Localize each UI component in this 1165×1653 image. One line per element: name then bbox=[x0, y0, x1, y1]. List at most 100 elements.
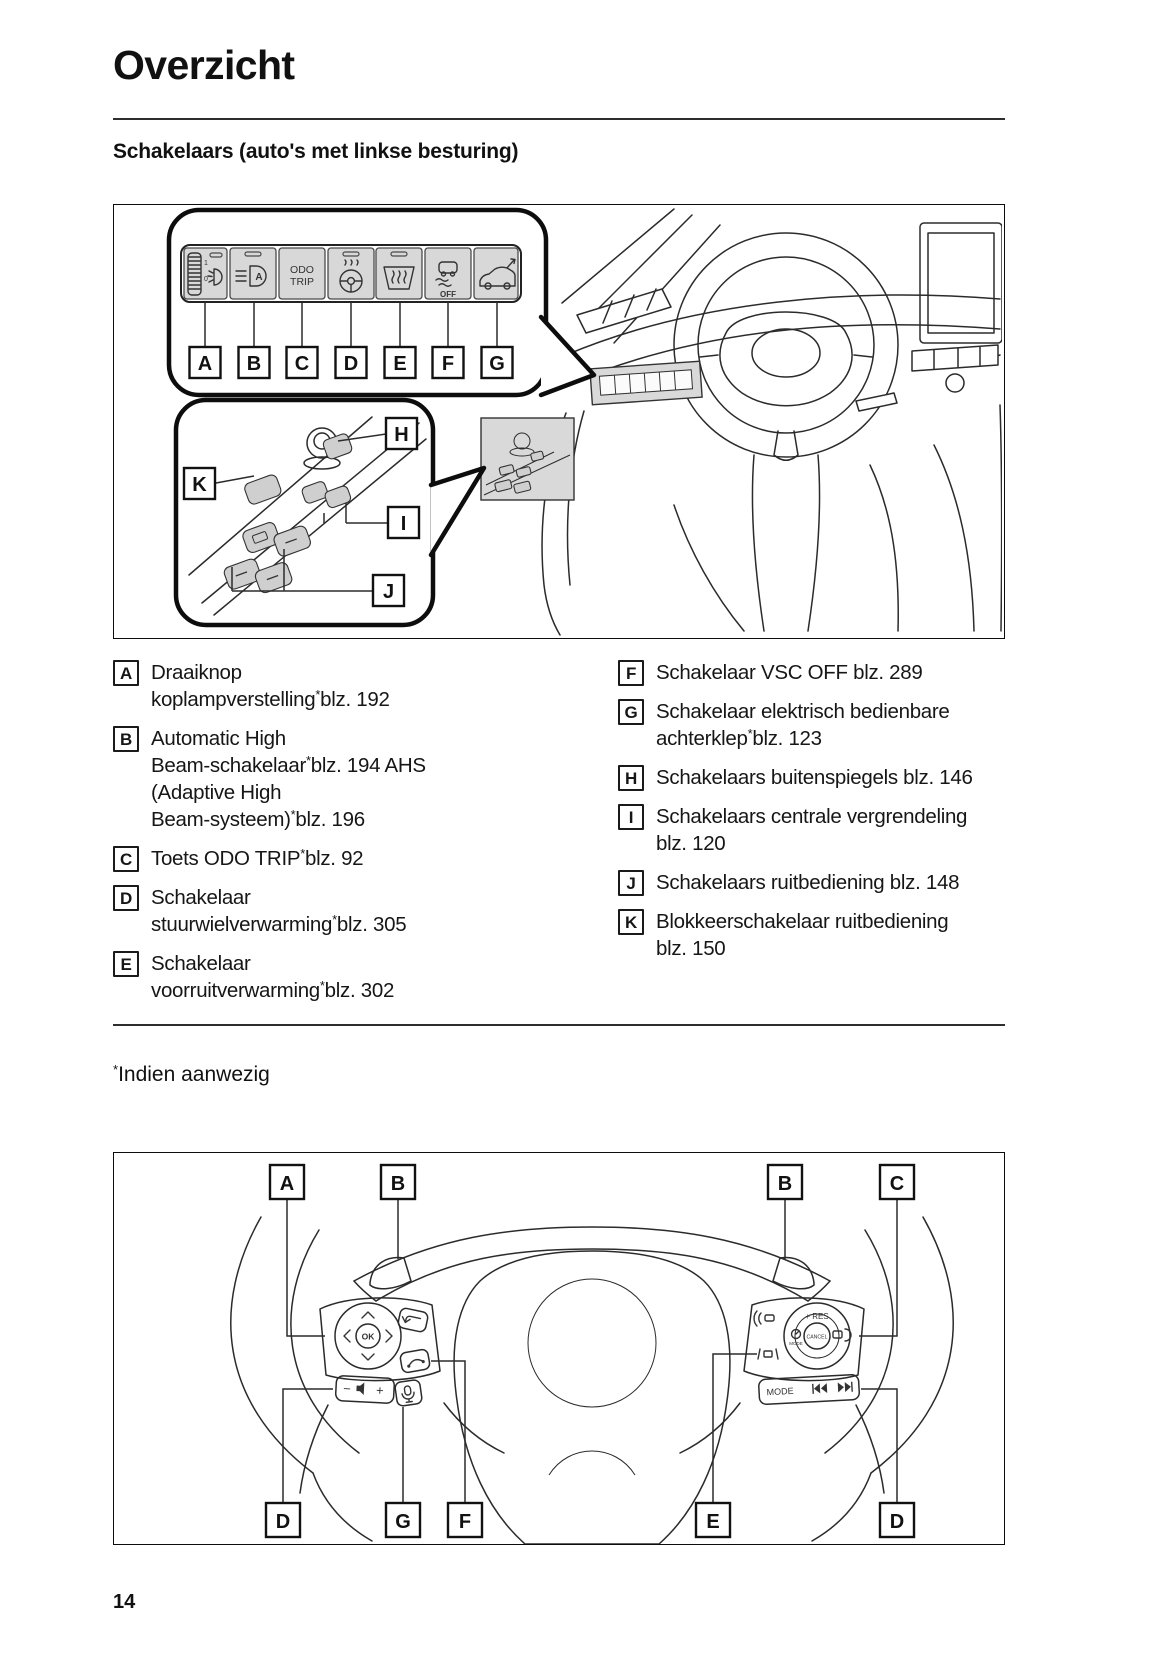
odo-trip-button-icon: ODO TRIP bbox=[290, 264, 314, 288]
legend-item-h: H Schakelaars buitenspiegels blz. 146 bbox=[618, 764, 1005, 791]
legend-key-c: C bbox=[113, 846, 139, 872]
legend-text-f: Schakelaar VSC OFF blz. 289 bbox=[656, 661, 923, 684]
cruise-mode-label: MODE bbox=[789, 1341, 803, 1346]
svg-text:C: C bbox=[890, 1173, 904, 1195]
legend-key-h: H bbox=[618, 765, 644, 791]
svg-text:−: − bbox=[343, 1381, 351, 1396]
footnote: *Indien aanwezig bbox=[113, 1062, 270, 1086]
dashboard-line-art bbox=[541, 208, 1002, 636]
legend-text-c: Toets ODO TRIP*blz. 92 bbox=[151, 846, 364, 870]
headlight-leveling-dial-icon: 1 0 bbox=[187, 252, 223, 296]
svg-text:0: 0 bbox=[204, 276, 208, 283]
legend-key-k: K bbox=[618, 909, 644, 935]
door-panel-highlight bbox=[480, 417, 575, 501]
page-number: 14 bbox=[113, 1591, 136, 1613]
svg-text:C: C bbox=[295, 353, 309, 375]
legend-item-j: J Schakelaars ruitbediening blz. 148 bbox=[618, 869, 1005, 896]
lane-keep-icon bbox=[757, 1348, 779, 1360]
svg-text:1: 1 bbox=[204, 260, 208, 267]
svg-text:K: K bbox=[192, 474, 207, 496]
steering-wheel-heater-icon bbox=[339, 251, 363, 293]
svg-text:F: F bbox=[442, 353, 454, 375]
cancel-button-label: CANCEL bbox=[806, 1335, 827, 1341]
door-buttons bbox=[223, 433, 353, 594]
cruise-minus-label: − bbox=[813, 1351, 820, 1365]
svg-text:OFF: OFF bbox=[440, 290, 456, 299]
dashboard-switches-illustration: 1 0 A ODO bbox=[166, 207, 1002, 636]
power-tailgate-icon bbox=[479, 258, 516, 290]
door-switches-callout: H K I J bbox=[173, 397, 487, 628]
svg-text:+: + bbox=[376, 1383, 384, 1398]
svg-text:B: B bbox=[391, 1173, 405, 1195]
ok-button-label: OK bbox=[362, 1332, 376, 1342]
svg-text:TRIP: TRIP bbox=[290, 276, 314, 288]
switch-callout-letters: A B C D E F G bbox=[188, 345, 514, 380]
windshield-defroster-icon bbox=[383, 251, 415, 290]
voice-command-button bbox=[394, 1379, 423, 1407]
radar-cruise-icon bbox=[753, 1310, 775, 1327]
legend-key-j: J bbox=[618, 870, 644, 896]
auto-high-beam-icon: A bbox=[235, 251, 267, 287]
svg-text:D: D bbox=[344, 353, 358, 375]
switch-callout-leaders bbox=[204, 302, 498, 347]
audio-mode-buttons: MODE bbox=[758, 1374, 861, 1405]
door-callout-leaders bbox=[215, 433, 388, 592]
svg-text:D: D bbox=[890, 1511, 904, 1533]
svg-text:A: A bbox=[255, 272, 262, 283]
figure-steering-wheel-switches: OK − bbox=[113, 1152, 1005, 1545]
section-divider bbox=[113, 1024, 1005, 1026]
paddle-shifters bbox=[369, 1256, 815, 1290]
svg-text:G: G bbox=[489, 353, 505, 375]
svg-text:I: I bbox=[401, 513, 407, 535]
legend-key-b: B bbox=[113, 726, 139, 752]
res-label: + RES bbox=[805, 1312, 828, 1321]
legend-item-f: F Schakelaar VSC OFF blz. 289 bbox=[618, 659, 1005, 686]
mode-button-label: MODE bbox=[766, 1386, 793, 1397]
figure2-leaders bbox=[282, 1199, 898, 1503]
left-switch-cluster: OK − bbox=[319, 1297, 441, 1407]
legend-key-i: I bbox=[618, 804, 644, 830]
figure2-callout-letters: A B B C D G F E D bbox=[264, 1163, 916, 1539]
svg-text:H: H bbox=[394, 424, 408, 446]
title-rule bbox=[113, 118, 1005, 120]
legend-key-d: D bbox=[113, 885, 139, 911]
figure-dashboard-switches: 1 0 A ODO bbox=[113, 204, 1005, 639]
legend-key-a: A bbox=[113, 660, 139, 686]
wheel-center-pad bbox=[453, 1250, 731, 1544]
legend-key-f: F bbox=[618, 660, 644, 686]
dash-switch-strip-highlight bbox=[589, 360, 703, 406]
legend-text-j: Schakelaars ruitbediening blz. 148 bbox=[656, 871, 960, 894]
switch-strip-callout: 1 0 A ODO bbox=[166, 207, 597, 398]
door-callout-letters: H K I J bbox=[182, 416, 421, 608]
legend-key-e: E bbox=[113, 951, 139, 977]
wheel-line-art bbox=[230, 1216, 954, 1542]
svg-text:F: F bbox=[459, 1511, 471, 1533]
svg-text:B: B bbox=[247, 353, 261, 375]
svg-text:A: A bbox=[280, 1173, 294, 1195]
legend-key-g: G bbox=[618, 699, 644, 725]
right-switch-cluster: CANCEL + RES − MODE bbox=[743, 1297, 865, 1405]
legend-text-h: Schakelaars buitenspiegels blz. 146 bbox=[656, 766, 973, 789]
svg-text:J: J bbox=[383, 581, 394, 603]
return-button bbox=[397, 1307, 429, 1333]
svg-text:D: D bbox=[276, 1511, 290, 1533]
steering-wheel-illustration: OK − bbox=[230, 1163, 954, 1544]
vsc-off-icon: OFF bbox=[435, 261, 458, 299]
